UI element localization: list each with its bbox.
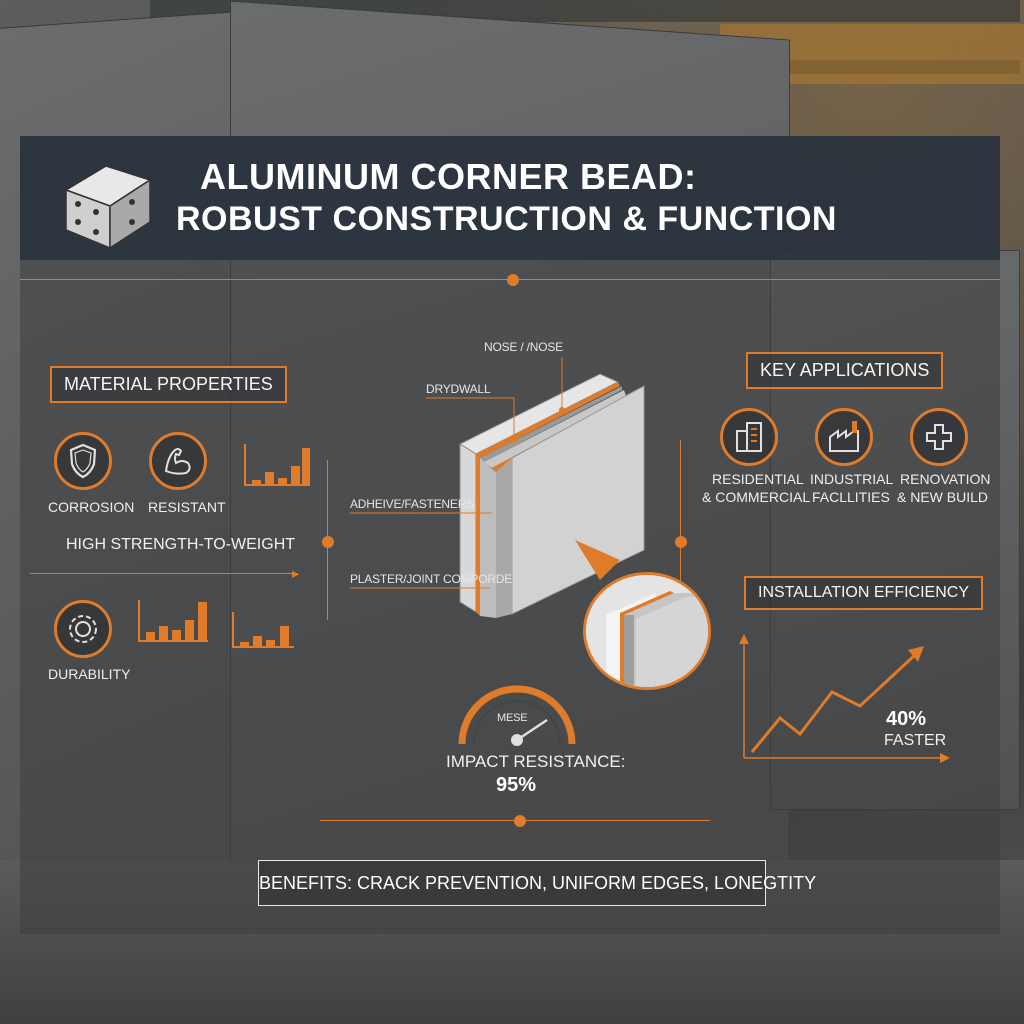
chart-bar <box>265 472 274 486</box>
connector-node <box>322 536 334 548</box>
key-applications-heading: KEY APPLICATIONS <box>746 352 944 389</box>
title-line-2: ROBUST CONSTRUCTION & FUNCTION <box>176 200 837 238</box>
application-residential-line1: RESIDENTIAL <box>712 471 804 487</box>
chart-axis <box>244 484 310 486</box>
benefits-banner: BENEFITS: CRACK PREVENTION, UNIFORM EDGE… <box>258 860 816 906</box>
strength-arrow-head: ▸ <box>292 565 300 581</box>
durability-bar-chart <box>138 600 208 642</box>
chart-bar <box>146 632 155 642</box>
chart-bar <box>240 642 249 648</box>
application-industrial-line1: INDUSTRIAL <box>810 471 894 487</box>
durability-bar-chart-2 <box>232 612 294 648</box>
durability-label: DURABILITY <box>48 666 131 682</box>
resistant-label: RESISTANT <box>148 499 226 515</box>
application-renovation-line2: & NEW BUILD <box>897 489 989 505</box>
chart-bar <box>278 478 287 486</box>
zoom-detail-circle <box>583 572 711 690</box>
impact-resistance-label: IMPACT RESISTANCE: <box>446 752 626 771</box>
connector-node <box>675 536 687 548</box>
strength-label: HIGH STRENGTH-TO-WEIGHT <box>66 536 296 553</box>
chart-bar <box>185 620 194 642</box>
title-bar <box>20 136 1000 260</box>
right-connector <box>680 440 681 620</box>
gear-icon <box>54 600 112 658</box>
strength-arrow <box>30 573 298 574</box>
gauge-dial-text: MESE <box>497 712 528 724</box>
divider-node <box>507 274 519 286</box>
chart-axis <box>232 646 294 648</box>
application-industrial-line2: FACLLITIES <box>812 489 890 505</box>
corrosion-label: CORROSION <box>48 499 135 515</box>
chart-bar <box>172 630 181 642</box>
chart-bar <box>280 626 289 648</box>
callout-adhesive: ADHEIVE/FASTENERS <box>350 497 474 511</box>
chart-bar <box>198 602 207 642</box>
chart-bar <box>253 636 262 648</box>
medical-cross-icon <box>910 408 968 466</box>
callout-nose: NOSE / /NOSE <box>484 340 563 354</box>
material-properties-heading: MATERIAL PROPERTIES <box>50 366 287 403</box>
flexed-arm-icon <box>149 432 207 490</box>
impact-resistance-value: 95% <box>496 774 537 796</box>
buildings-icon <box>720 408 778 466</box>
application-residential-line2: & COMMERCIAL <box>702 489 811 505</box>
chart-bar <box>302 448 310 486</box>
efficiency-line-chart <box>739 634 950 763</box>
aluminum-block-icon <box>64 165 152 250</box>
chart-bar <box>291 466 300 486</box>
chart-axis <box>232 612 234 648</box>
chart-bar <box>159 626 168 642</box>
corrosion-shield-icon <box>54 432 112 490</box>
installation-efficiency-heading: INSTALLATION EFFICIENCY <box>744 576 983 610</box>
callout-plaster: PLASTER/JOINT COMPORDE <box>350 572 513 586</box>
application-renovation-line1: RENOVATION <box>900 471 991 487</box>
divider-node <box>514 815 526 827</box>
title-line-1: ALUMINUM CORNER BEAD: <box>200 156 697 197</box>
factory-icon <box>815 408 873 466</box>
zoom-detail-graphic <box>586 575 708 687</box>
chart-axis <box>244 444 246 486</box>
installation-value: 40% <box>886 708 927 730</box>
callout-drywall: DRYDWALL <box>426 382 491 396</box>
installation-value-label: FASTER <box>884 732 947 749</box>
strength-bar-chart <box>244 444 310 486</box>
chart-axis <box>138 600 140 642</box>
impact-gauge <box>458 685 576 746</box>
chart-bar <box>266 640 275 648</box>
chart-bar <box>252 480 261 486</box>
